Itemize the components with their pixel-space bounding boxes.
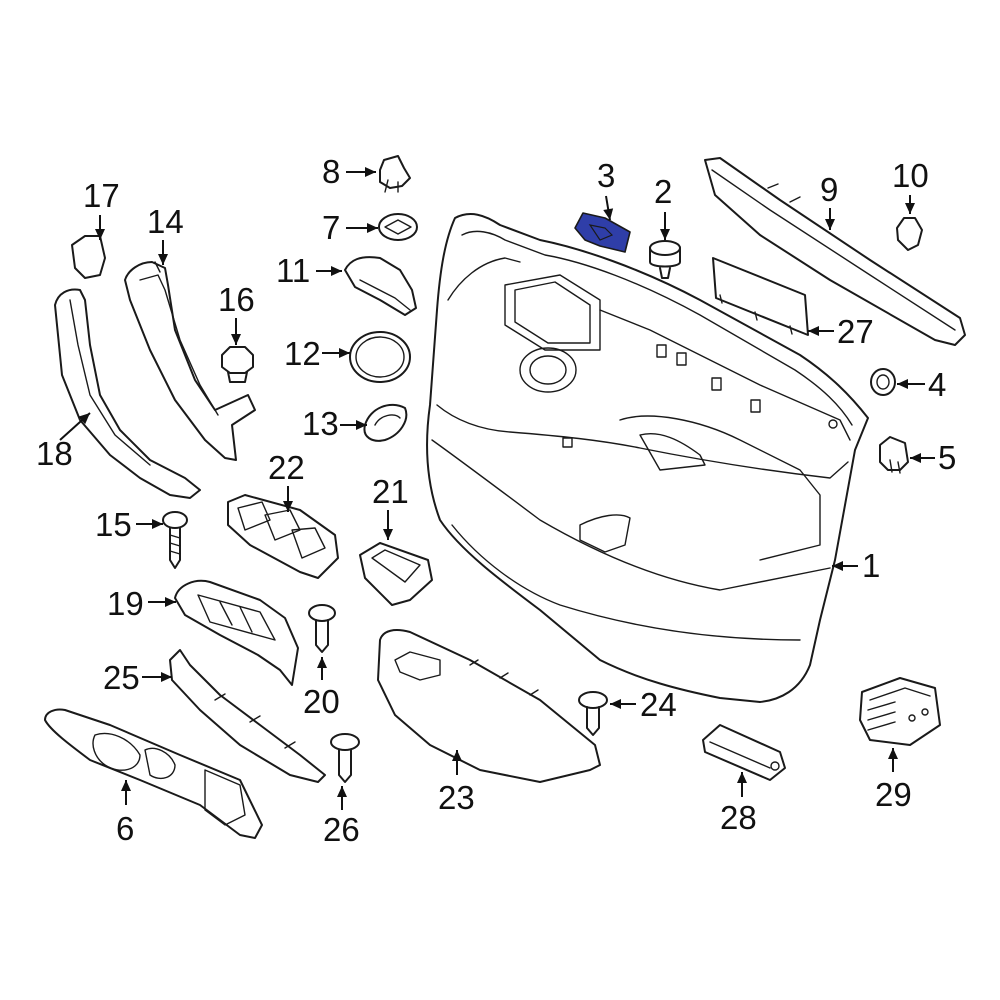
callout-29: 29 [875, 776, 912, 813]
arrowhead-8 [365, 167, 376, 177]
arrowhead-17 [95, 229, 105, 240]
arrowhead-28 [737, 772, 747, 783]
callout-2: 2 [654, 173, 672, 210]
arrowhead-26 [337, 786, 347, 797]
window-sill-strip [704, 157, 966, 346]
callout-19: 19 [107, 585, 144, 622]
retainer-clip-17 [71, 235, 106, 279]
arrowhead-23 [452, 750, 462, 761]
callout-25: 25 [103, 659, 140, 696]
arrowhead-3 [603, 208, 614, 220]
arrowhead-12 [339, 348, 350, 358]
armrest [377, 629, 601, 783]
callout-23: 23 [438, 779, 475, 816]
callout-12: 12 [284, 335, 321, 372]
screw-15 [162, 511, 188, 569]
switch-bezel [174, 579, 299, 686]
arrowhead-20 [317, 657, 327, 668]
handle-cover [344, 256, 417, 316]
arrowhead-19 [165, 597, 176, 607]
callout-26: 26 [323, 811, 360, 848]
control-module [859, 677, 941, 746]
callout-17: 17 [83, 177, 120, 214]
highlighted-handle-bracket [574, 212, 631, 253]
callout-labels: 1 2 3 4 5 6 7 8 9 10 11 12 13 14 15 16 1… [36, 153, 956, 848]
armrest-lower-trim [44, 708, 263, 839]
single-window-switch [359, 542, 433, 606]
callout-15: 15 [95, 506, 132, 543]
pull-handle [124, 261, 256, 461]
arrowhead-16 [231, 334, 241, 345]
callout-8: 8 [322, 153, 340, 190]
arrowhead-5 [910, 453, 921, 463]
callout-13: 13 [302, 405, 339, 442]
arrowhead-27 [808, 326, 819, 336]
retainer-clip-8 [379, 155, 411, 193]
arrowhead-6 [121, 780, 131, 791]
screw-26 [330, 733, 360, 783]
push-pin-clip [649, 240, 681, 279]
retainer-clip-10 [896, 217, 923, 251]
callout-4: 4 [928, 366, 946, 403]
arrowhead-21 [383, 529, 393, 540]
callout-20: 20 [303, 683, 340, 720]
arrowhead-15 [152, 519, 163, 529]
nut-clip-16 [221, 346, 254, 383]
retainer-clip-5 [879, 436, 909, 474]
screw-24 [578, 691, 608, 736]
arrowhead-14 [158, 254, 168, 265]
grab-rail-trim [54, 288, 201, 499]
arrowhead-1 [832, 561, 843, 571]
callout-28: 28 [720, 799, 757, 836]
switch-bracket [169, 649, 326, 783]
arrowhead-10 [905, 203, 915, 214]
arrowhead-7 [367, 223, 378, 233]
speaker-ring [349, 331, 411, 383]
arrowhead-24 [610, 699, 621, 709]
arrowhead-25 [161, 672, 172, 682]
leader-lines [59, 167, 935, 810]
window-switch-pack [227, 494, 339, 579]
reflector-plate [712, 257, 809, 336]
arrowhead-29 [888, 748, 898, 759]
arrowhead-9 [825, 219, 835, 230]
callout-3: 3 [597, 157, 615, 194]
callout-6: 6 [116, 810, 134, 847]
small-speaker-cover [363, 403, 408, 442]
callout-21: 21 [372, 473, 409, 510]
callout-18: 18 [36, 435, 73, 472]
arrowhead-22 [283, 501, 293, 512]
arrowhead-13 [356, 420, 367, 430]
callout-24: 24 [640, 686, 677, 723]
callout-7: 7 [322, 209, 340, 246]
screw-20 [308, 604, 336, 653]
callout-22: 22 [268, 449, 305, 486]
callout-9: 9 [820, 171, 838, 208]
callout-11: 11 [276, 252, 310, 289]
arrowhead-4 [897, 379, 908, 389]
star-washer [378, 213, 418, 241]
arrowhead-18 [78, 413, 90, 425]
courtesy-lamp [702, 724, 786, 781]
grommet-ring [870, 368, 896, 396]
door-trim-panel [426, 213, 869, 703]
arrowhead-11 [331, 266, 342, 276]
callout-14: 14 [147, 203, 184, 240]
callout-1: 1 [862, 547, 880, 584]
callout-10: 10 [892, 157, 929, 194]
arrowhead-2 [660, 229, 670, 240]
callout-5: 5 [938, 439, 956, 476]
callout-27: 27 [837, 313, 874, 350]
callout-16: 16 [218, 281, 255, 318]
